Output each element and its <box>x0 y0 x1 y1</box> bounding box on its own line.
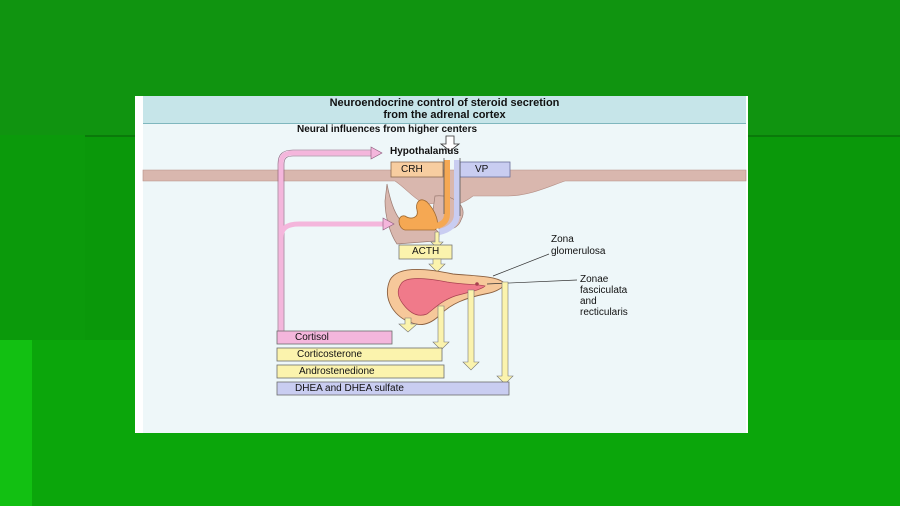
corticosterone-box <box>276 347 443 362</box>
arrow-dhea <box>496 281 514 385</box>
vp-axon <box>438 160 460 235</box>
feedback-arrowhead-hypothalamus <box>370 146 383 160</box>
acth-box <box>398 244 453 260</box>
zonae-label-line2: fasciculata <box>580 285 628 296</box>
feedback-loop-outline <box>277 149 371 332</box>
crh-axon <box>417 160 450 229</box>
dhea-label: DHEA and DHEA sulfate <box>295 383 404 394</box>
diagram-svg <box>142 135 747 396</box>
zonae-label-line1: Zonae <box>580 274 609 285</box>
hypothalamus-label: Hypothalamus <box>390 146 459 157</box>
arrow-androstenedione <box>462 289 480 371</box>
figure-title-bar <box>143 96 746 124</box>
feedback-branch-pituitary <box>278 221 383 239</box>
figure-title-line2: from the adrenal cortex <box>383 109 506 121</box>
figure-title: Neuroendocrine control of steroid secret… <box>143 97 746 121</box>
dhea-box <box>276 381 510 396</box>
zonae-label-line4: recticularis <box>580 307 628 318</box>
neural-influences-label: Neural influences from higher centers <box>297 124 478 135</box>
acth-to-adrenal-arrow <box>428 258 446 273</box>
neural-arrow-icon <box>439 135 461 152</box>
figure-title-line1: Neuroendocrine control of steroid secret… <box>329 97 560 109</box>
vp-label: VP <box>475 164 489 175</box>
androstenedione-box <box>276 364 445 379</box>
zona-label-line1: Zona <box>551 234 574 245</box>
corticosterone-label: Corticosterone <box>297 349 363 360</box>
figure-panel: Neuroendocrine control of steroid secret… <box>135 96 748 433</box>
zona-glomerulosa-label: Zona glomerulosa <box>551 234 605 258</box>
crh-label: CRH <box>401 164 423 175</box>
feedback-arrowhead-pituitary <box>382 217 395 231</box>
zonae-label-line3: and <box>580 296 597 307</box>
cortisol-box <box>276 330 393 345</box>
slide-bg-left-strip <box>0 340 32 506</box>
feedback-loop <box>278 150 371 332</box>
acth-label: ACTH <box>412 246 440 257</box>
cortisol-label: Cortisol <box>295 332 329 343</box>
arrow-cortisol <box>398 317 418 333</box>
zona-label-line2: glomerulosa <box>551 246 606 257</box>
anterior-pituitary <box>398 199 438 231</box>
arrow-corticosterone <box>432 305 450 351</box>
androstenedione-label: Androstenedione <box>299 366 375 377</box>
adrenal-dot <box>475 282 479 286</box>
zona-pointer <box>492 253 550 277</box>
zonae-label: Zonae fasciculata and recticularis <box>580 274 628 318</box>
crh-box <box>390 161 444 178</box>
adrenal-inner <box>397 278 486 316</box>
